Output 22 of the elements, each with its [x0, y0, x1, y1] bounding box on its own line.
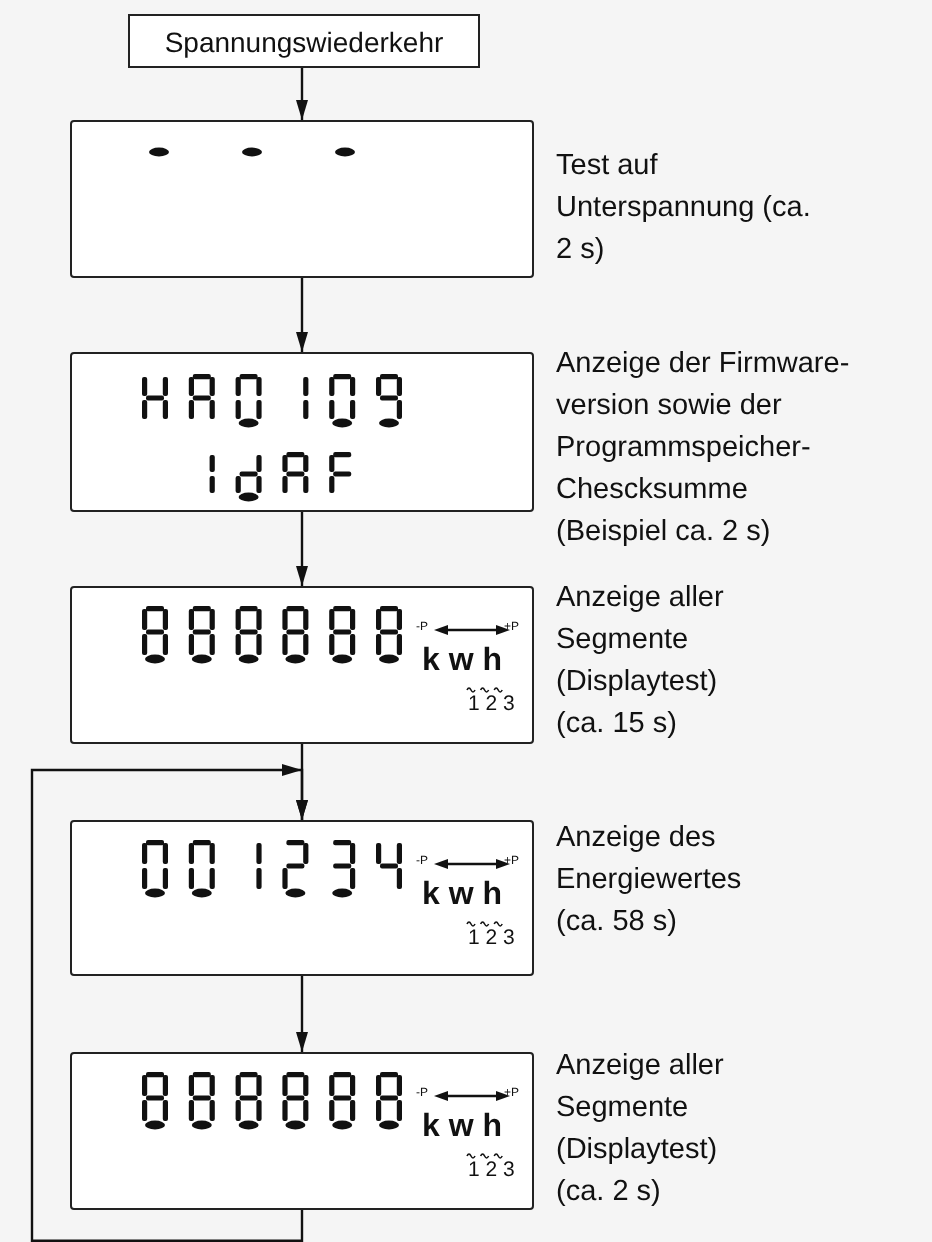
step-description: Test auf Unterspannung (ca. 2 s)	[556, 148, 813, 270]
arrow	[296, 278, 308, 352]
arrow	[296, 68, 308, 120]
start-box: Spannungswiederkehr	[128, 14, 480, 68]
arrow	[296, 512, 308, 586]
unit-label: k w h	[422, 644, 503, 680]
lcd-display-box	[70, 586, 534, 744]
lcd-display-box	[70, 1052, 534, 1210]
unit-label: k w h	[422, 1110, 503, 1146]
step-description: Anzeige aller Segmente (Displaytest) (ca. 15 s)	[556, 580, 726, 744]
loop-arrow	[30, 764, 308, 1242]
step-description: Anzeige der Firmware- version sowie der Programmspeicher- Chescksumme (Beispiel ca. 2 s)	[556, 346, 852, 552]
phase-label: 1 2 3	[468, 926, 515, 950]
unit-label: k w h	[422, 878, 503, 914]
phase-label: 1 2 3	[468, 1158, 515, 1182]
step-description: Anzeige aller Segmente (Displaytest) (ca. 2 s)	[556, 1048, 726, 1212]
arrow	[296, 976, 308, 1052]
lcd-display-box	[70, 120, 534, 278]
lcd-display-box	[70, 352, 534, 512]
phase-label: 1 2 3	[468, 692, 515, 716]
step-description: Anzeige des Energiewertes (ca. 58 s)	[556, 820, 744, 942]
lcd-display-box	[70, 820, 534, 976]
